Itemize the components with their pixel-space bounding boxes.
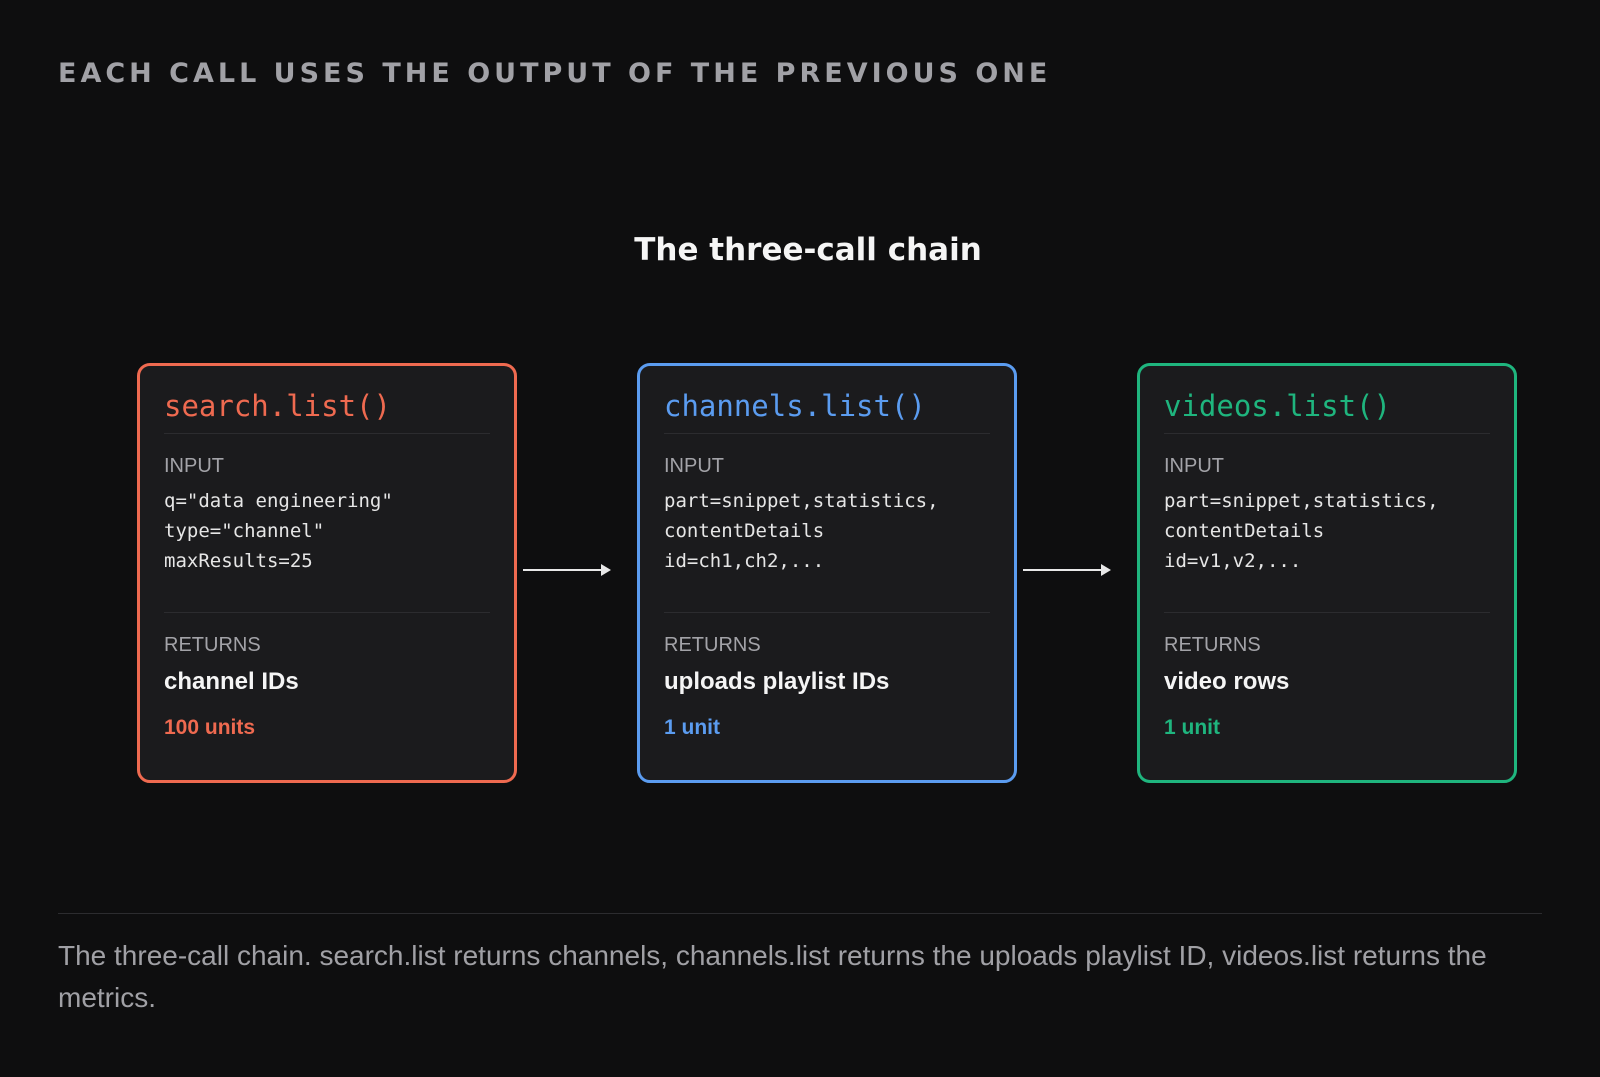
arrow-right-icon: [1023, 564, 1111, 576]
arrow-right-icon: [523, 564, 611, 576]
card-search-list-input-label: INPUT: [164, 455, 224, 477]
card-videos-list-input: part=snippet,statistics, contentDetails …: [1164, 486, 1490, 613]
card-videos-list-cost: 1 unit: [1164, 716, 1220, 739]
input-line: contentDetails: [664, 520, 825, 542]
input-line: contentDetails: [1164, 520, 1325, 542]
card-search-list-input: q="data engineering" type="channel" maxR…: [164, 486, 490, 613]
diagram-title: The three-call chain: [634, 232, 982, 268]
card-search-list-cost: 100 units: [164, 716, 256, 739]
card-search-list: search.list() INPUT q="data engineering"…: [137, 363, 517, 783]
card-videos-list: videos.list() INPUT part=snippet,statist…: [1137, 363, 1517, 783]
card-channels-list-returns-label: RETURNS: [664, 634, 761, 656]
figure-caption: The three-call chain. search.list return…: [58, 940, 1487, 1013]
diagram-eyebrow: EACH CALL USES THE OUTPUT OF THE PREVIOU…: [58, 58, 1052, 89]
card-channels-list-cost: 1 unit: [664, 716, 720, 739]
input-line: id=v1,v2,...: [1164, 550, 1302, 572]
card-videos-list-returns: video rows: [1164, 668, 1290, 695]
card-channels-list-name: channels.list(): [664, 366, 990, 434]
card-videos-list-input-label: INPUT: [1164, 455, 1224, 477]
input-line: part=snippet,statistics,: [664, 490, 939, 512]
input-line: maxResults=25: [164, 550, 313, 572]
card-search-list-returns: channel IDs: [164, 668, 299, 695]
input-line: q="data engineering": [164, 490, 393, 512]
caption-divider: [58, 913, 1542, 914]
card-channels-list-input-label: INPUT: [664, 455, 724, 477]
card-channels-list: channels.list() INPUT part=snippet,stati…: [637, 363, 1017, 783]
input-line: part=snippet,statistics,: [1164, 490, 1439, 512]
input-line: type="channel": [164, 520, 325, 542]
card-channels-list-returns: uploads playlist IDs: [664, 668, 890, 695]
card-search-list-returns-label: RETURNS: [164, 634, 261, 656]
card-videos-list-name: videos.list(): [1164, 366, 1490, 434]
card-channels-list-input: part=snippet,statistics, contentDetails …: [664, 486, 990, 613]
card-videos-list-returns-label: RETURNS: [1164, 634, 1261, 656]
card-search-list-name: search.list(): [164, 366, 490, 434]
input-line: id=ch1,ch2,...: [664, 550, 825, 572]
